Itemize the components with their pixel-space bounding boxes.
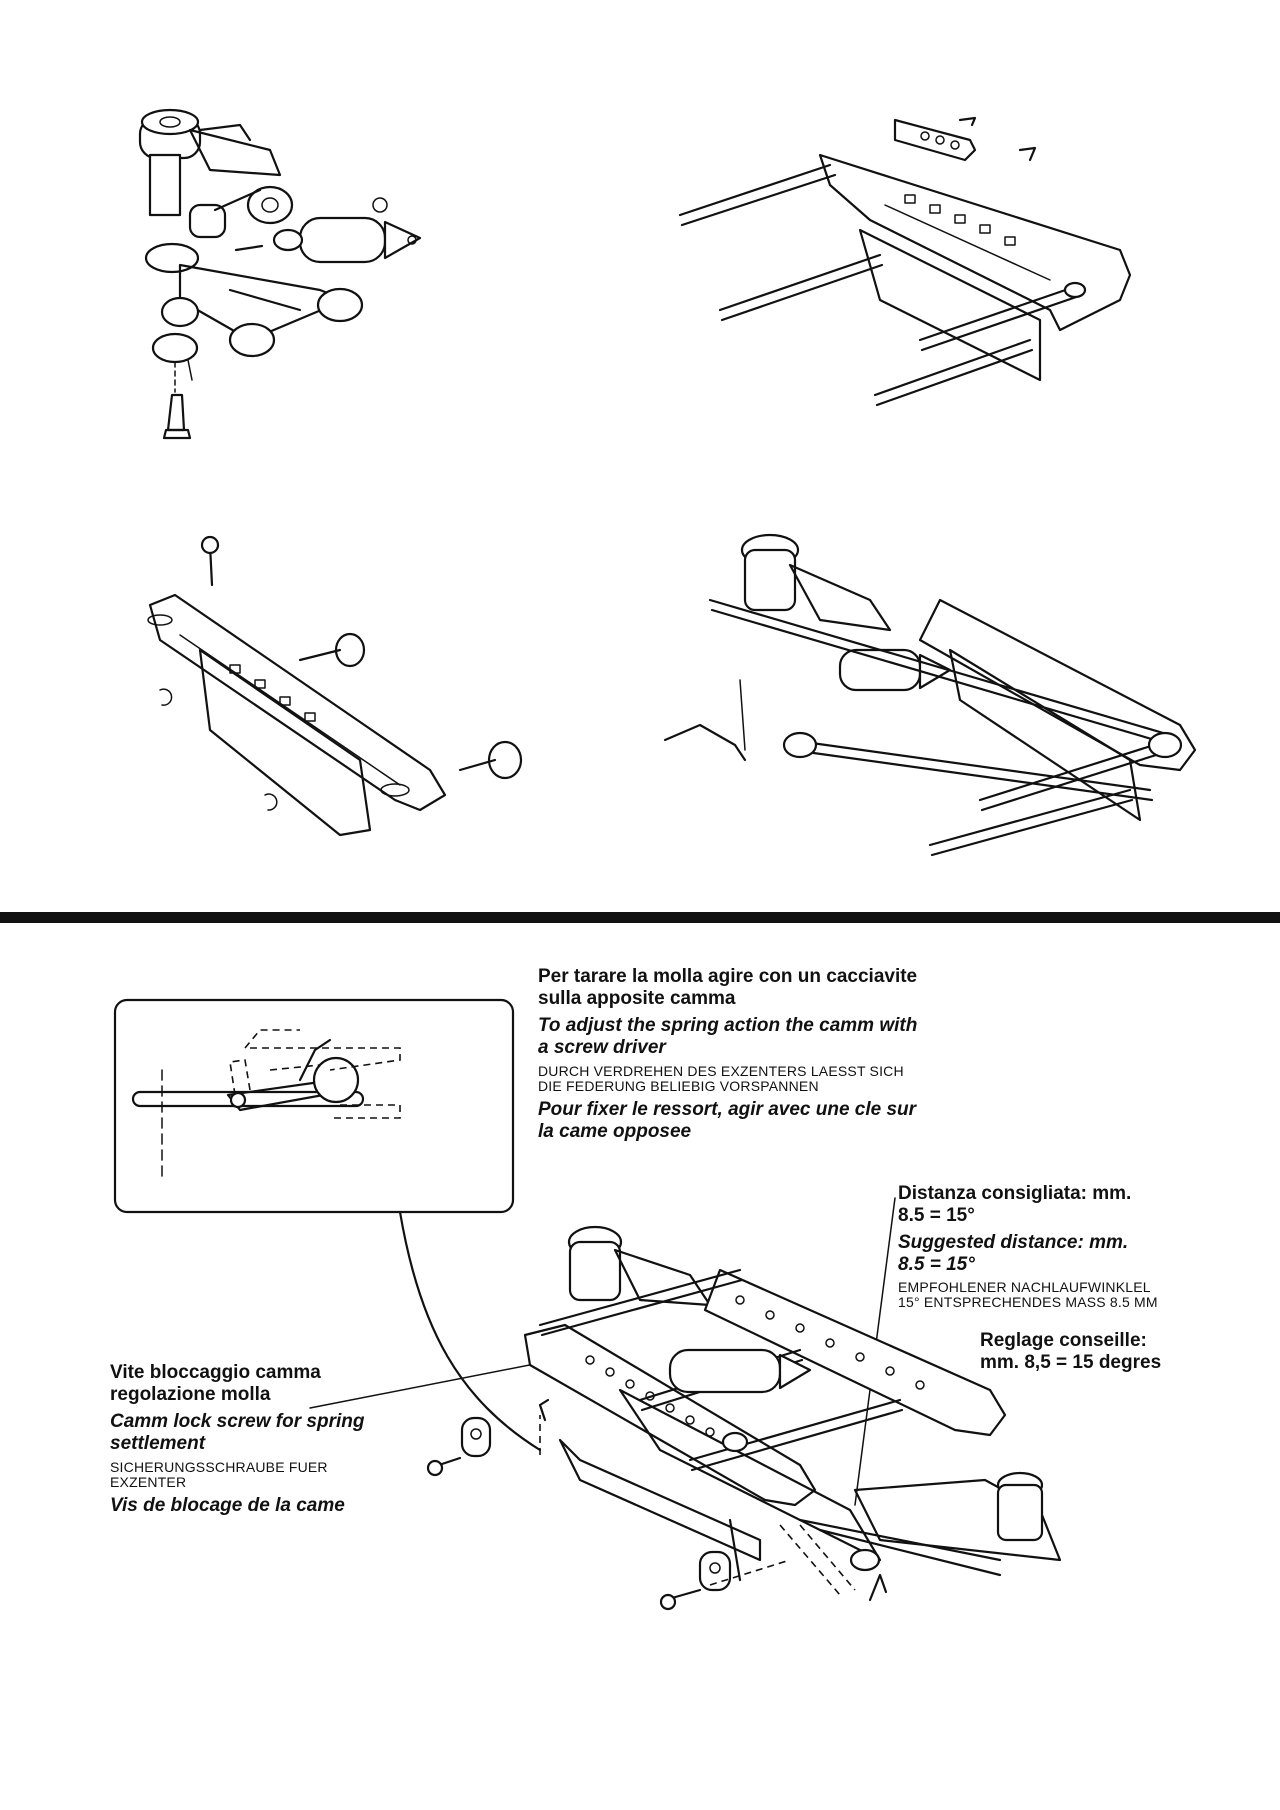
- rear-bulkhead-drawing: [147, 535, 523, 837]
- spring-adjust-note: Per tarare la molla agire con un cacciav…: [538, 966, 917, 1143]
- distance-note-it-2: 8.5 = 15°: [898, 1205, 975, 1226]
- spring-adjust-note-it-2: sulla apposite camma: [538, 988, 736, 1009]
- cam-and-screw-drawing: [426, 1416, 492, 1477]
- lock-note-it-1: Vite bloccaggio camma: [110, 1362, 321, 1383]
- suggested-distance-note: Distanza consigliata: mm. 8.5 = 15° Sugg…: [898, 1183, 1158, 1310]
- distance-note-fr: Reglage conseille: mm. 8,5 = 15 degres: [980, 1330, 1161, 1374]
- lock-note-de-1: SICHERUNGSSCHRAUBE FUER: [110, 1459, 328, 1475]
- spring-adjust-note-en-1: To adjust the spring action the camm wit…: [538, 1015, 918, 1036]
- lock-note-en-1: Camm lock screw for spring: [110, 1411, 365, 1432]
- lock-screw-note: Vite bloccaggio camma regolazione molla …: [110, 1362, 364, 1517]
- lock-note-fr-1: Vis de blocage de la came: [110, 1495, 345, 1516]
- lock-note-it-2: regolazione molla: [110, 1384, 271, 1405]
- spring-adjust-inset: [113, 998, 515, 1214]
- distance-note-de-2: 15° ENTSPRECHENDES MASS 8.5 MM: [898, 1294, 1158, 1310]
- lock-note-de-2: EXZENTER: [110, 1474, 187, 1490]
- spring-adjust-note-fr-2: la came opposee: [538, 1121, 692, 1142]
- distance-note-it-1: Distanza consigliata: mm.: [898, 1183, 1132, 1204]
- lock-note-en-2: settlement: [110, 1433, 206, 1454]
- lock-screw-leader-line: [309, 1359, 556, 1409]
- distance-note-fr-2: mm. 8,5 = 15 degres: [980, 1352, 1162, 1373]
- distance-note-en-1: Suggested distance: mm.: [898, 1232, 1129, 1253]
- inset-pointer-curve: [398, 1210, 542, 1452]
- bulkhead-rods-drawing: [678, 116, 1132, 407]
- distance-note-de-1: EMPFOHLENER NACHLAUFWINKLEL: [898, 1279, 1151, 1295]
- distance-note-fr-1: Reglage conseille:: [980, 1330, 1147, 1351]
- section-divider: [0, 912, 1280, 923]
- spring-adjust-note-it-1: Per tarare la molla agire con un cacciav…: [538, 966, 918, 987]
- spring-adjust-note-en-2: a screw driver: [538, 1037, 666, 1058]
- distance-note-en-2: 8.5 = 15°: [898, 1254, 975, 1275]
- spring-adjust-note-de-2: DIE FEDERUNG BELIEBIG VORSPANNEN: [538, 1078, 819, 1094]
- spring-adjust-note-de-1: DURCH VERDREHEN DES EXZENTERS LAESST SIC…: [538, 1063, 904, 1079]
- spring-adjust-note-fr-1: Pour fixer le ressort, agir avec une cle…: [538, 1099, 917, 1120]
- assembled-chassis-drawing: [523, 1225, 1062, 1611]
- assembled-front-drawing: [663, 533, 1197, 857]
- arm-knuckle-exploded-drawing: [138, 108, 422, 440]
